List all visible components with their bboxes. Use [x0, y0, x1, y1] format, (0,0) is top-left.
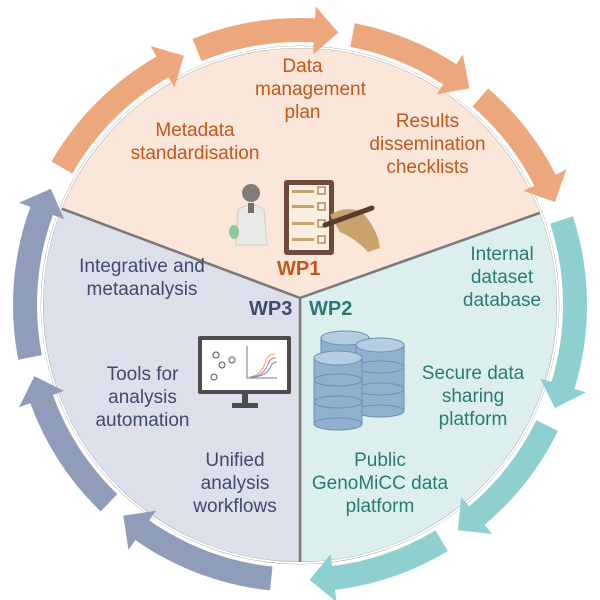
cycle-arrow: [472, 88, 567, 202]
wp1-item-metadata-standardisation: Metadata standardisation: [130, 120, 260, 164]
wp1-item-results-dissemination: Results dissemination checklists: [369, 111, 486, 178]
wp2-item-public-genomicc-platform: Public GenoMiCC data platform: [311, 450, 449, 517]
cycle-arrow: [540, 216, 587, 409]
cycle-arrow: [19, 376, 118, 512]
cycle-arrow: [51, 46, 184, 174]
wp3-item-integrative-metaanalysis: Integrative and metaanalysis: [79, 256, 205, 300]
checklist-icon: [284, 180, 334, 255]
monitor-chart-icon: [198, 336, 291, 408]
cycle-arrow: [457, 420, 558, 535]
wp3-item-tools-analysis-automation: Tools for analysis automation: [95, 364, 190, 431]
wp3-title: WP3: [249, 298, 293, 320]
cycle-arrow: [12, 188, 65, 360]
cycle-arrow: [192, 6, 339, 62]
cycle-arrow: [123, 510, 273, 591]
wp1-item-data-management-plan: Data management plan: [255, 56, 366, 123]
wp2-item-internal-dataset-database: Internal dataset database: [462, 244, 542, 311]
wp1-title: WP1: [277, 258, 321, 280]
wp2-item-secure-sharing-platform: Secure data sharing platform: [421, 363, 525, 430]
cycle-arrow: [350, 23, 470, 95]
writing-hand-icon: [322, 205, 380, 252]
wp2-title: WP2: [309, 298, 353, 320]
scientist-icon: [229, 184, 268, 246]
wp3-item-unified-workflows: Unified analysis workflows: [193, 450, 277, 517]
database-icon: [313, 330, 405, 431]
cycle-arrow: [309, 530, 448, 600]
